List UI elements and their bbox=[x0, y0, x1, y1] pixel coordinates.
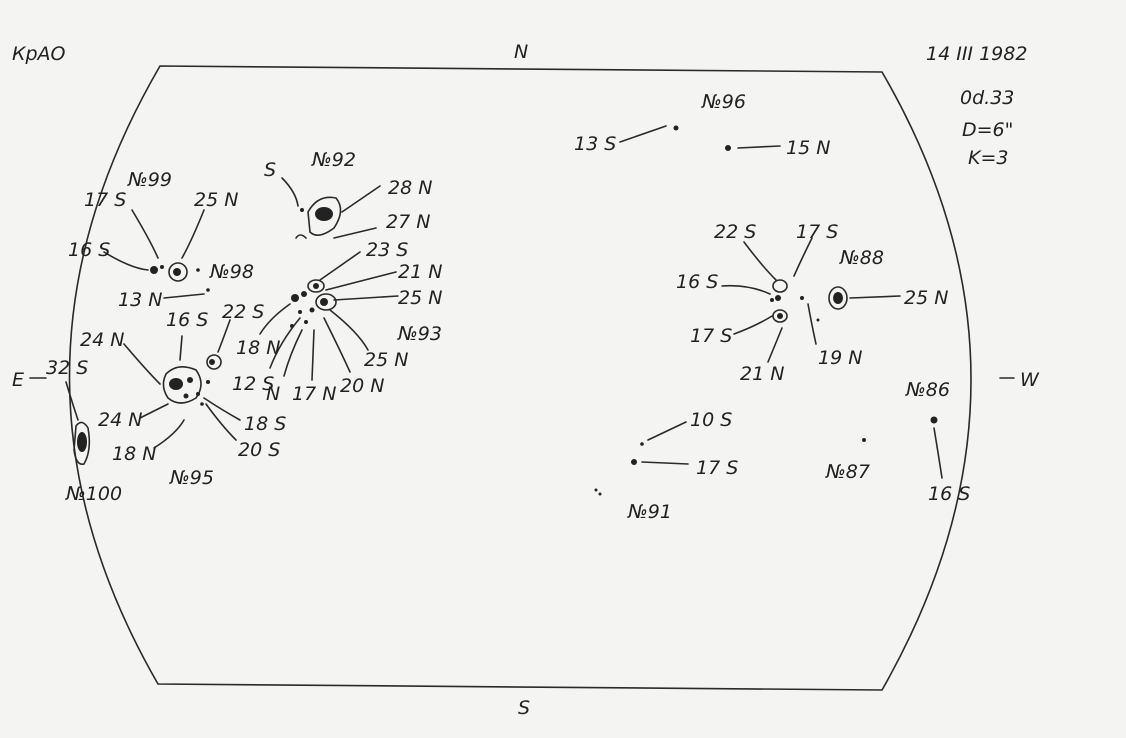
region-91-label: №91 bbox=[627, 501, 672, 523]
solar-disk-outline bbox=[68, 65, 972, 691]
time-label: 0d.33 bbox=[960, 87, 1014, 109]
region-95-note-4: 24 N bbox=[98, 409, 142, 431]
region-88-note-4: 25 N bbox=[904, 287, 948, 309]
region-88-label: №88 bbox=[839, 247, 884, 269]
region-92-note-1: S bbox=[264, 159, 276, 181]
region-96-label: №96 bbox=[701, 91, 746, 113]
region-93-note-7: 17 N bbox=[292, 383, 336, 405]
date-label: 14 III 1982 bbox=[926, 43, 1027, 65]
diameter-label: D=6" bbox=[962, 119, 1013, 141]
region-99-note-3: 16 S bbox=[68, 239, 110, 261]
region-86-label: №86 bbox=[905, 379, 950, 401]
east-label: E bbox=[12, 369, 24, 391]
observatory-label: КрАО bbox=[12, 43, 66, 65]
region-93-note-9: 25 N bbox=[364, 349, 408, 371]
region-99-note-2: 25 N bbox=[194, 189, 238, 211]
region-88-note-1: 22 S bbox=[714, 221, 756, 243]
region-87-label: №87 bbox=[825, 461, 870, 483]
region-95: 24 N 16 S 22 S 24 N 18 N 18 S 20 S №95 bbox=[80, 301, 286, 489]
region-99-note-1: 17 S bbox=[84, 189, 126, 211]
region-100-note-1: 32 S bbox=[46, 357, 88, 379]
region-96-note-2: 15 N bbox=[786, 137, 830, 159]
region-92-note-2: 28 N bbox=[388, 177, 432, 199]
region-93-note-2: 21 N bbox=[398, 261, 442, 283]
k-label: K=3 bbox=[968, 147, 1008, 169]
region-88-note-3: 16 S bbox=[676, 271, 718, 293]
region-91-note-1: 10 S bbox=[690, 409, 732, 431]
north-label: N bbox=[514, 41, 528, 63]
region-88-note-6: 21 N bbox=[740, 363, 784, 385]
region-93-label: №93 bbox=[397, 323, 442, 345]
west-label: W bbox=[1020, 369, 1040, 391]
region-86-note-1: 16 S bbox=[928, 483, 970, 505]
region-86: №86 16 S bbox=[905, 379, 970, 505]
region-91: 10 S 17 S №91 bbox=[594, 409, 738, 523]
region-87: №87 bbox=[825, 438, 870, 483]
region-93-note-4: 18 N bbox=[236, 337, 280, 359]
region-100: 32 S №100 bbox=[46, 357, 122, 505]
south-label: S bbox=[518, 697, 530, 719]
region-95-note-1: 24 N bbox=[80, 329, 124, 351]
region-99: №99 17 S 25 N 16 S 13 N №98 bbox=[68, 169, 254, 311]
region-98-label: №98 bbox=[209, 261, 254, 283]
region-88-note-2: 17 S bbox=[796, 221, 838, 243]
region-91-note-2: 17 S bbox=[696, 457, 738, 479]
region-99-label: №99 bbox=[127, 169, 172, 191]
region-95-label: №95 bbox=[169, 467, 214, 489]
region-93-note-5: 12 S bbox=[232, 373, 274, 395]
region-95-note-6: 18 S bbox=[244, 413, 286, 435]
region-92: №92 S 28 N 27 N bbox=[264, 149, 432, 239]
region-93-note-1: 23 S bbox=[366, 239, 408, 261]
region-100-label: №100 bbox=[65, 483, 122, 505]
region-95-note-5: 18 N bbox=[112, 443, 156, 465]
region-88-note-5: 17 S bbox=[690, 325, 732, 347]
region-88: 22 S 17 S №88 16 S 25 N 17 S 21 N 19 N bbox=[676, 221, 948, 385]
region-96: №96 13 S 15 N bbox=[574, 91, 830, 159]
region-93-note-6: N bbox=[266, 383, 280, 405]
region-93-note-8: 20 N bbox=[340, 375, 384, 397]
region-96-note-1: 13 S bbox=[574, 133, 616, 155]
region-93: 23 S 21 N 25 N №93 18 N 12 S N 17 N 20 N… bbox=[232, 239, 442, 405]
region-93-note-3: 25 N bbox=[398, 287, 442, 309]
region-92-note-3: 27 N bbox=[386, 211, 430, 233]
region-95-note-7: 20 S bbox=[238, 439, 280, 461]
region-99-note-4: 13 N bbox=[118, 289, 162, 311]
region-95-note-3: 22 S bbox=[222, 301, 264, 323]
region-95-note-2: 16 S bbox=[166, 309, 208, 331]
region-88-note-7: 19 N bbox=[818, 347, 862, 369]
region-92-label: №92 bbox=[311, 149, 356, 171]
